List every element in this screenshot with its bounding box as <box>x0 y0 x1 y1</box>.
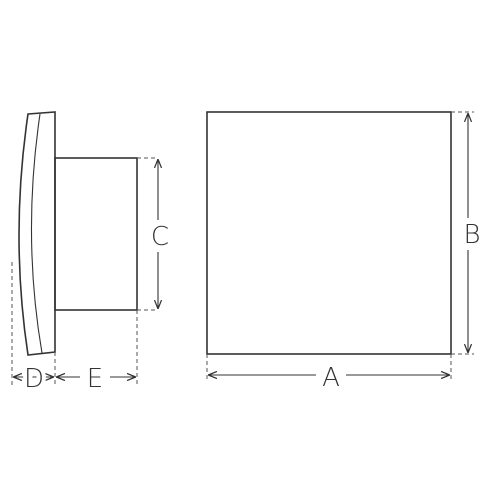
front-panel-outline <box>18 111 56 356</box>
dimension-a-label: A <box>322 363 340 393</box>
dimension-c-label: C <box>151 222 169 252</box>
dimension-d-label: D <box>24 364 44 394</box>
motor-housing <box>54 157 138 311</box>
front-cover <box>206 111 452 355</box>
front-panel-inner-curve <box>30 113 43 354</box>
front-view: B A <box>206 111 481 393</box>
dimension-b-label: B <box>463 220 480 250</box>
side-view: C D E <box>11 111 169 398</box>
dimension-e-label: E <box>87 364 103 394</box>
